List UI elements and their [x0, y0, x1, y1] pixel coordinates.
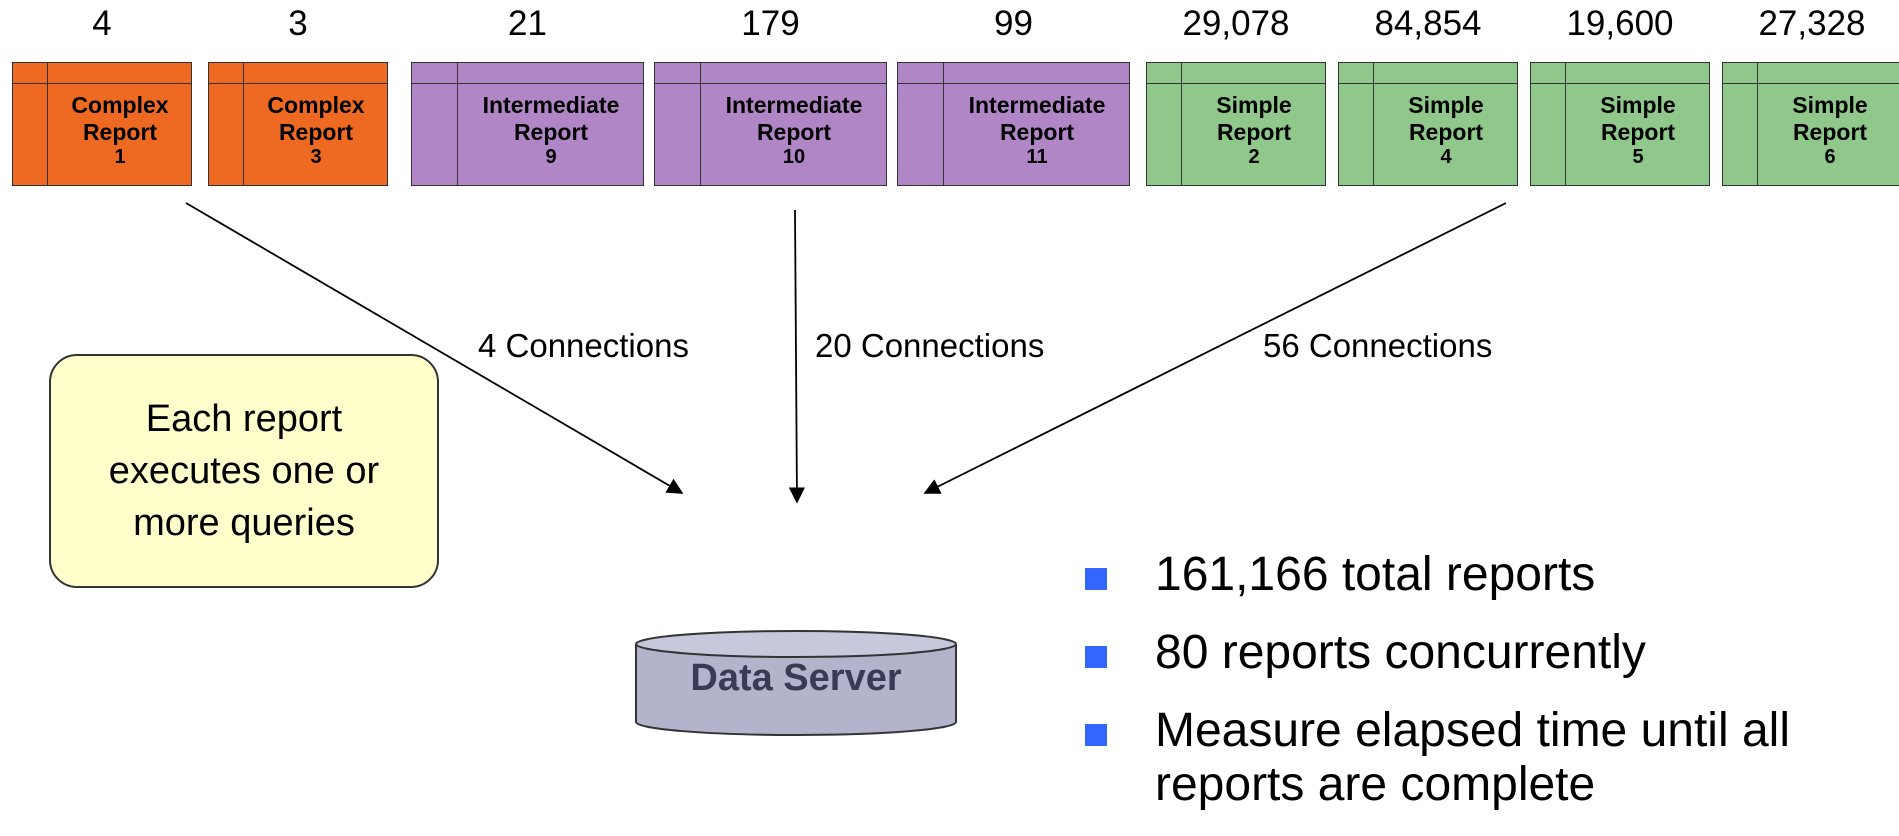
report-box-number: 1: [114, 146, 126, 168]
report-count-complex-1: 4: [92, 4, 112, 43]
report-box-header-strip: [1339, 63, 1517, 84]
report-count-intermediate-11: 99: [994, 4, 1033, 43]
report-box-label: Simple Report 2: [1183, 92, 1325, 177]
report-box-label: Intermediate Report 10: [702, 92, 886, 177]
report-box-simple-5: Simple Report 5: [1530, 62, 1710, 186]
report-box-line1: Complex: [267, 92, 365, 118]
report-box-label: Intermediate Report 9: [459, 92, 643, 177]
bullet-item: Measure elapsed time until all reports a…: [1085, 704, 1899, 812]
report-box-label: Simple Report 4: [1375, 92, 1517, 177]
connections-label-complex: 4 Connections: [478, 327, 689, 364]
report-box-line1: Intermediate: [968, 92, 1106, 118]
report-box-header-strip: [898, 63, 1129, 84]
report-box-number: 10: [782, 146, 806, 168]
report-box-line2: Report: [1216, 119, 1292, 145]
report-box-simple-4: Simple Report 4: [1338, 62, 1518, 186]
report-count-complex-3: 3: [288, 4, 308, 43]
bullet-text: 161,166 total reports: [1155, 548, 1596, 601]
report-box-complex-3: Complex Report 3: [208, 62, 388, 186]
report-box-divider: [700, 63, 701, 185]
report-count-simple-4: 84,854: [1374, 4, 1482, 43]
report-box-line1: Simple: [1792, 92, 1868, 118]
report-box-simple-2: Simple Report 2: [1146, 62, 1326, 186]
report-box-complex-1: Complex Report 1: [12, 62, 192, 186]
report-box-divider: [1757, 63, 1758, 185]
report-box-line1: Intermediate: [482, 92, 620, 118]
report-box-line1: Simple: [1408, 92, 1484, 118]
report-box-divider: [943, 63, 944, 185]
report-box-header-strip: [1531, 63, 1709, 84]
report-count-simple-2: 29,078: [1182, 4, 1290, 43]
connections-label-simple: 56 Connections: [1263, 327, 1493, 364]
report-box-number: 4: [1440, 146, 1452, 168]
report-box-line1: Simple: [1216, 92, 1292, 118]
report-box-header-strip: [209, 63, 387, 84]
report-box-line2: Report: [278, 119, 354, 145]
database-cylinder-icon: [635, 630, 957, 736]
report-box-line2: Report: [999, 119, 1075, 145]
report-box-divider: [1565, 63, 1566, 185]
report-box-intermediate-10: Intermediate Report 10: [654, 62, 887, 186]
report-box-label: Complex Report 1: [49, 92, 191, 177]
report-count-intermediate-10: 179: [741, 4, 800, 43]
report-count-simple-6: 27,328: [1758, 4, 1866, 43]
data-server-label: Data Server: [690, 657, 902, 699]
report-box-line1: Intermediate: [725, 92, 863, 118]
report-box-divider: [47, 63, 48, 185]
report-box-label: Simple Report 6: [1759, 92, 1899, 177]
bullet-square-icon: [1085, 568, 1107, 590]
arrow-complex: [185, 202, 684, 494]
report-box-divider: [1373, 63, 1374, 185]
report-box-header-strip: [655, 63, 886, 84]
report-box-label: Simple Report 5: [1567, 92, 1709, 177]
report-box-number: 2: [1248, 146, 1260, 168]
bullet-text: 80 reports concurrently: [1155, 626, 1646, 679]
report-box-line1: Simple: [1600, 92, 1676, 118]
report-box-header-strip: [13, 63, 191, 84]
report-box-number: 5: [1632, 146, 1644, 168]
bullet-text: Measure elapsed time until all reports a…: [1155, 704, 1790, 811]
report-box-line2: Report: [513, 119, 589, 145]
connections-label-intermediate: 20 Connections: [815, 327, 1045, 364]
report-box-number: 9: [545, 146, 557, 168]
report-box-number: 11: [1026, 146, 1048, 168]
bullet-square-icon: [1085, 646, 1107, 668]
summary-bullet-list: 161,166 total reports 80 reports concurr…: [1085, 548, 1899, 836]
report-box-divider: [243, 63, 244, 185]
report-box-number: 3: [310, 146, 322, 168]
report-box-number: 6: [1824, 146, 1836, 168]
bullet-square-icon: [1085, 724, 1107, 746]
report-box-line2: Report: [1408, 119, 1484, 145]
bullet-item: 161,166 total reports: [1085, 548, 1899, 602]
report-box-header-strip: [412, 63, 643, 84]
report-box-simple-6: Simple Report 6: [1722, 62, 1899, 186]
report-box-line2: Report: [756, 119, 832, 145]
arrow-simple: [923, 202, 1507, 494]
report-box-header-strip: [1723, 63, 1899, 84]
connection-arrows: [185, 202, 1507, 736]
report-count-intermediate-9: 21: [508, 4, 547, 43]
arrow-intermediate: [788, 209, 805, 504]
report-box-label: Complex Report 3: [245, 92, 387, 177]
report-box-label: Intermediate Report 11: [945, 92, 1129, 177]
report-box-line2: Report: [82, 119, 158, 145]
report-count-simple-5: 19,600: [1566, 4, 1674, 43]
note-text: Each report executes one or more queries: [108, 398, 380, 544]
report-box-divider: [457, 63, 458, 185]
report-box-divider: [1181, 63, 1182, 185]
report-box-header-strip: [1147, 63, 1325, 84]
report-box-intermediate-9: Intermediate Report 9: [411, 62, 644, 186]
bullet-item: 80 reports concurrently: [1085, 626, 1899, 680]
report-box-line2: Report: [1600, 119, 1676, 145]
report-box-line2: Report: [1792, 119, 1868, 145]
note-callout: Each report executes one or more queries: [49, 354, 439, 588]
report-box-intermediate-11: Intermediate Report 11: [897, 62, 1130, 186]
report-box-line1: Complex: [71, 92, 169, 118]
